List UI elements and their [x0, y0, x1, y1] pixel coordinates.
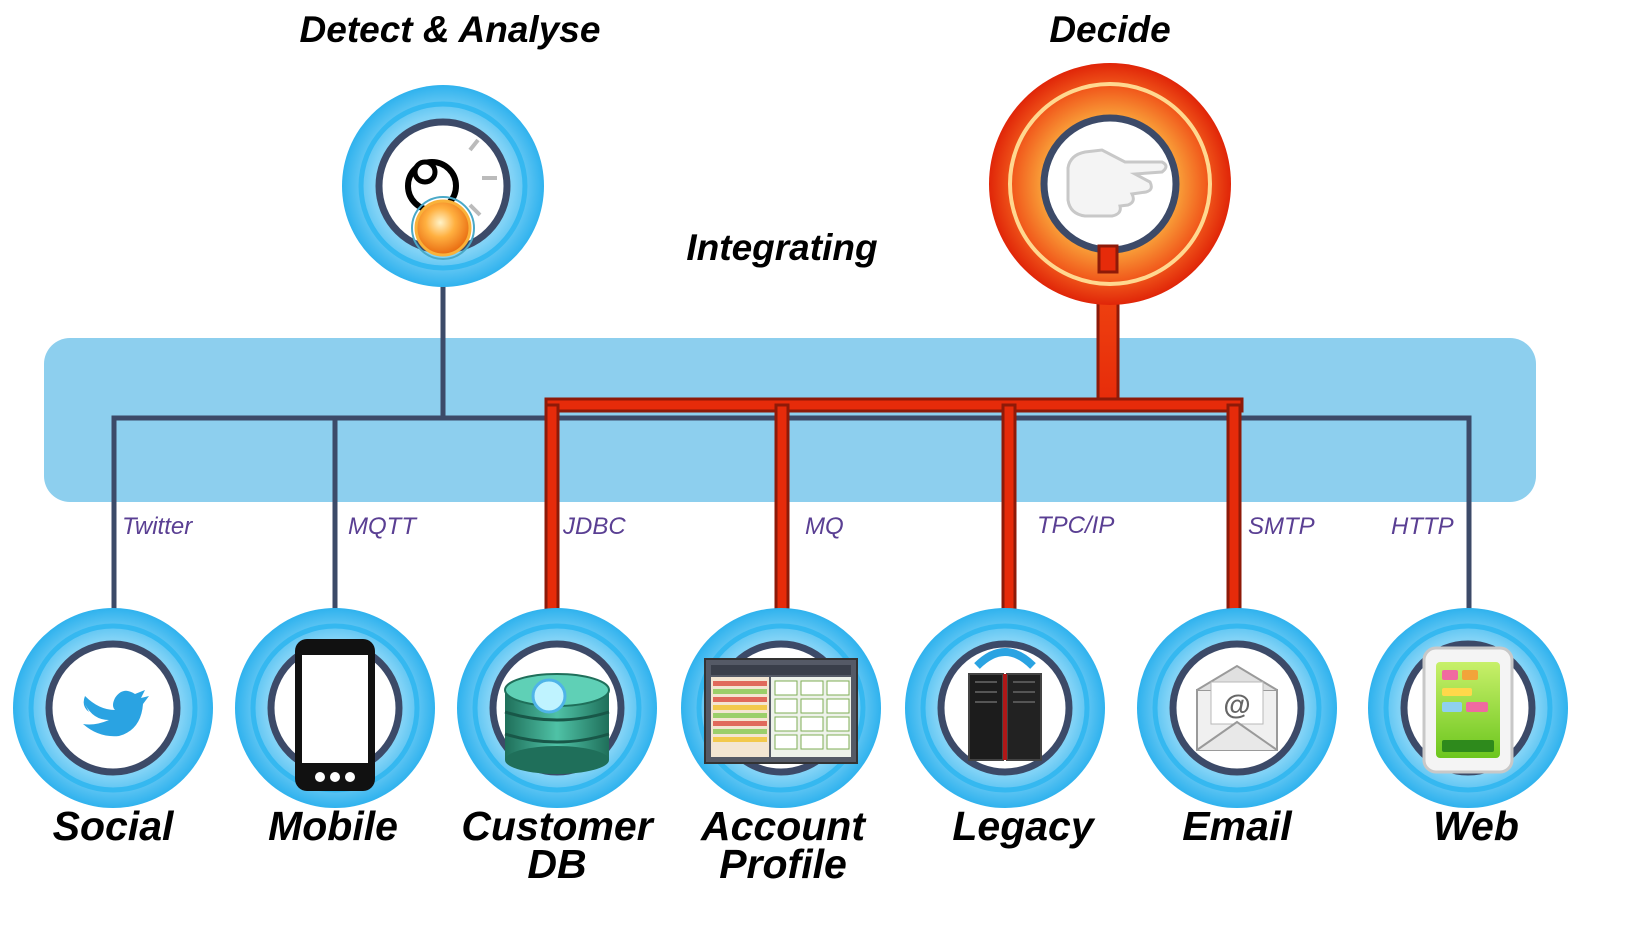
endpoint-label-mobile: Mobile: [268, 803, 398, 849]
endpoint-labels: Social Mobile Customer DB Account Profil…: [53, 803, 1519, 887]
protocol-label: JDBC: [562, 513, 626, 540]
eye-lightbulb-icon: [405, 138, 497, 260]
database-icon: [504, 673, 610, 774]
decide-title: Decide: [1049, 9, 1170, 50]
endpoint-label-customer: Customer: [461, 803, 654, 849]
detect-analyse-title: Detect & Analyse: [300, 9, 601, 50]
dashboard-screen-icon: [704, 658, 858, 764]
pointing-hand-icon: [1066, 148, 1168, 218]
protocol-labels: Twitter MQTT JDBC MQ TPC/IP SMTP HTTP: [122, 512, 1454, 540]
protocol-label: SMTP: [1248, 513, 1315, 540]
protocol-label: HTTP: [1391, 513, 1454, 540]
protocol-label: Twitter: [122, 513, 193, 540]
endpoint-label-legacy: Legacy: [952, 803, 1095, 849]
detect-connectors: [111, 268, 1472, 640]
endpoint-label-email: Email: [1182, 803, 1293, 849]
endpoint-label-web: Web: [1433, 803, 1519, 849]
protocol-label: TPC/IP: [1037, 512, 1114, 539]
web-tablet-icon: [1422, 646, 1514, 774]
endpoint-ring: [13, 608, 213, 808]
mainframe-server-icon: [968, 648, 1042, 761]
decide-node[interactable]: [989, 63, 1231, 305]
envelope-at-icon: @: [1196, 664, 1278, 751]
protocol-label: MQTT: [348, 513, 418, 540]
endpoint-label-social: Social: [53, 803, 175, 849]
detect-analyse-node[interactable]: [342, 85, 544, 287]
svg-text:@: @: [1223, 689, 1250, 720]
endpoint-label-profile: Profile: [719, 841, 847, 887]
integrating-label: Integrating: [686, 227, 877, 268]
endpoint-label-account: Account: [700, 803, 867, 849]
twitter-bird-icon: [83, 690, 149, 737]
endpoint-label-db: DB: [527, 841, 586, 887]
protocol-label: MQ: [805, 513, 844, 540]
smartphone-icon: [295, 639, 375, 791]
